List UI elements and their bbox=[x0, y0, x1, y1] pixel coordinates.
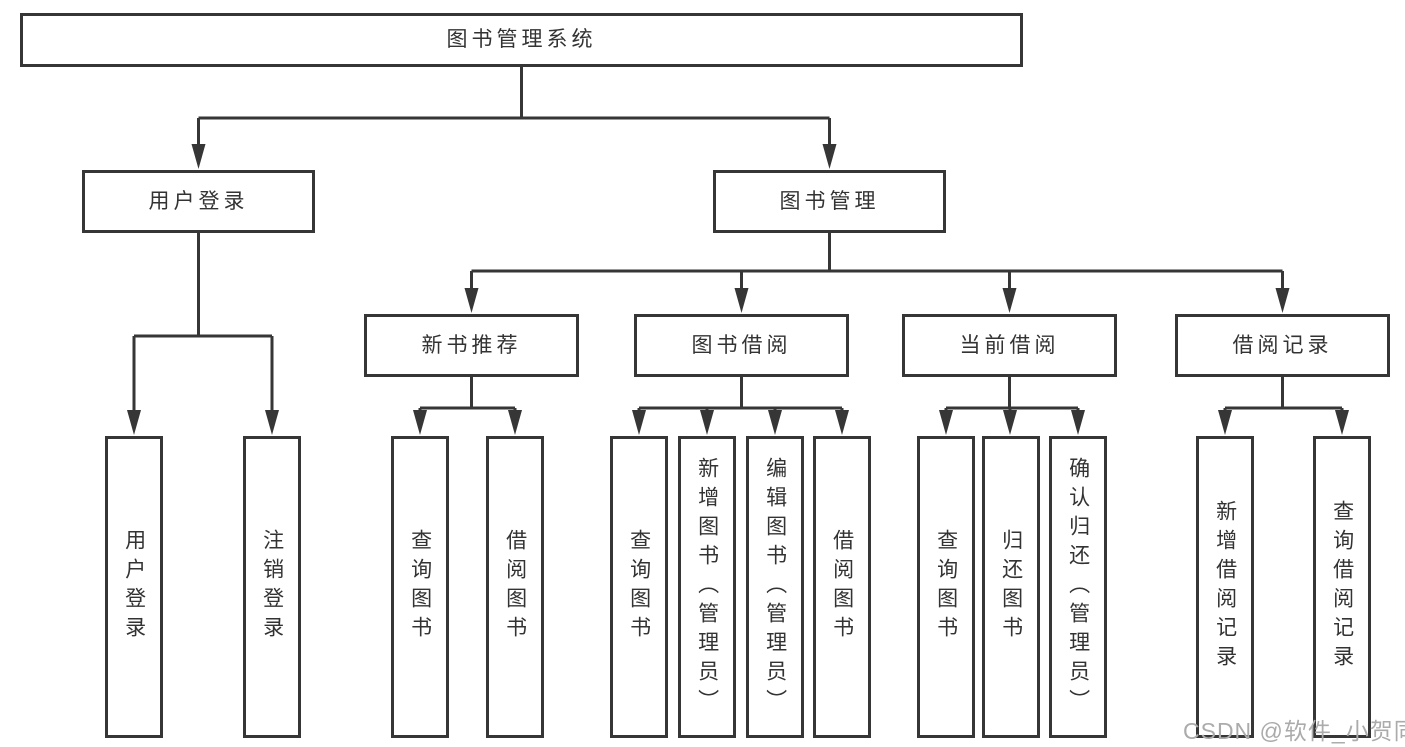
node-label: 注销登录 bbox=[260, 529, 284, 645]
arrowhead-icon bbox=[632, 410, 646, 435]
arrowhead-icon bbox=[1071, 410, 1085, 435]
node-book-management: 图书管理 bbox=[713, 170, 946, 233]
connector-user-login-children bbox=[132, 233, 274, 414]
node-label: 借阅记录 bbox=[1232, 333, 1333, 357]
arrowhead-icon bbox=[768, 410, 782, 435]
csdn-watermark: CSDN @软件_小贺同学 bbox=[1183, 718, 1405, 744]
node-book-borrow: 图书借阅 bbox=[634, 314, 849, 377]
node-label: 确认归还（管理员） bbox=[1066, 456, 1090, 718]
node-root: 图书管理系统 bbox=[20, 13, 1023, 67]
leaf-edit-book-admin: 编辑图书（管理员） bbox=[746, 436, 804, 738]
leaf-borrow-books-1: 借阅图书 bbox=[486, 436, 544, 738]
node-label: 归还图书 bbox=[999, 529, 1023, 645]
leaf-add-book-admin: 新增图书（管理员） bbox=[678, 436, 736, 738]
node-borrow-records: 借阅记录 bbox=[1175, 314, 1390, 377]
node-label: 新增借阅记录 bbox=[1213, 500, 1237, 674]
node-label: 用户登录 bbox=[122, 529, 146, 645]
leaf-borrow-books-2: 借阅图书 bbox=[813, 436, 871, 738]
arrowhead-icon bbox=[822, 144, 837, 169]
node-label: 图书管理 bbox=[779, 189, 880, 213]
arrowhead-icon bbox=[939, 410, 953, 435]
arrowhead-icon bbox=[127, 410, 141, 435]
arrowhead-icon bbox=[508, 410, 522, 435]
arrowhead-icon bbox=[1003, 410, 1017, 435]
connector-book-borrow-children bbox=[637, 377, 844, 414]
leaf-confirm-return-admin: 确认归还（管理员） bbox=[1049, 436, 1107, 738]
arrowhead-icon bbox=[835, 410, 849, 435]
arrowhead-icon bbox=[1275, 288, 1290, 313]
connector-new-book-children bbox=[418, 377, 517, 414]
node-label: 用户登录 bbox=[148, 189, 249, 213]
leaf-query-books-3: 查询图书 bbox=[917, 436, 975, 738]
arrowhead-icon bbox=[413, 410, 427, 435]
node-new-book-recommend: 新书推荐 bbox=[364, 314, 579, 377]
connector-root-to-level2 bbox=[197, 67, 831, 150]
arrowhead-icon bbox=[734, 288, 749, 313]
leaf-query-books-2: 查询图书 bbox=[610, 436, 668, 738]
leaf-add-borrow-record: 新增借阅记录 bbox=[1196, 436, 1254, 738]
arrowhead-icon bbox=[265, 410, 279, 435]
node-label: 当前借阅 bbox=[959, 333, 1060, 357]
node-current-borrow: 当前借阅 bbox=[902, 314, 1117, 377]
leaf-query-books-1: 查询图书 bbox=[391, 436, 449, 738]
node-label: 图书借阅 bbox=[691, 333, 792, 357]
arrowhead-icon bbox=[1002, 288, 1017, 313]
node-label: 图书管理系统 bbox=[446, 28, 597, 52]
node-label: 查询图书 bbox=[627, 529, 651, 645]
node-label: 新增图书（管理员） bbox=[695, 456, 719, 718]
arrowhead-icon bbox=[191, 144, 206, 169]
node-label: 编辑图书（管理员） bbox=[763, 456, 787, 718]
leaf-return-books: 归还图书 bbox=[982, 436, 1040, 738]
leaf-query-borrow-record: 查询借阅记录 bbox=[1313, 436, 1371, 738]
node-label: 查询图书 bbox=[934, 529, 958, 645]
arrowhead-icon bbox=[700, 410, 714, 435]
node-label: 新书推荐 bbox=[421, 333, 522, 357]
leaf-logout: 注销登录 bbox=[243, 436, 301, 738]
arrowhead-icon bbox=[464, 288, 479, 313]
node-label: 查询借阅记录 bbox=[1330, 500, 1354, 674]
node-label: 查询图书 bbox=[408, 529, 432, 645]
connector-borrow-records-children bbox=[1223, 377, 1344, 414]
connector-book-management-children bbox=[470, 233, 1284, 292]
connector-current-borrow-children bbox=[944, 377, 1080, 414]
node-user-login: 用户登录 bbox=[82, 170, 315, 233]
arrowhead-icon bbox=[1335, 410, 1349, 435]
node-label: 借阅图书 bbox=[830, 529, 854, 645]
node-label: 借阅图书 bbox=[503, 529, 527, 645]
arrowhead-icon bbox=[1218, 410, 1232, 435]
leaf-user-login: 用户登录 bbox=[105, 436, 163, 738]
